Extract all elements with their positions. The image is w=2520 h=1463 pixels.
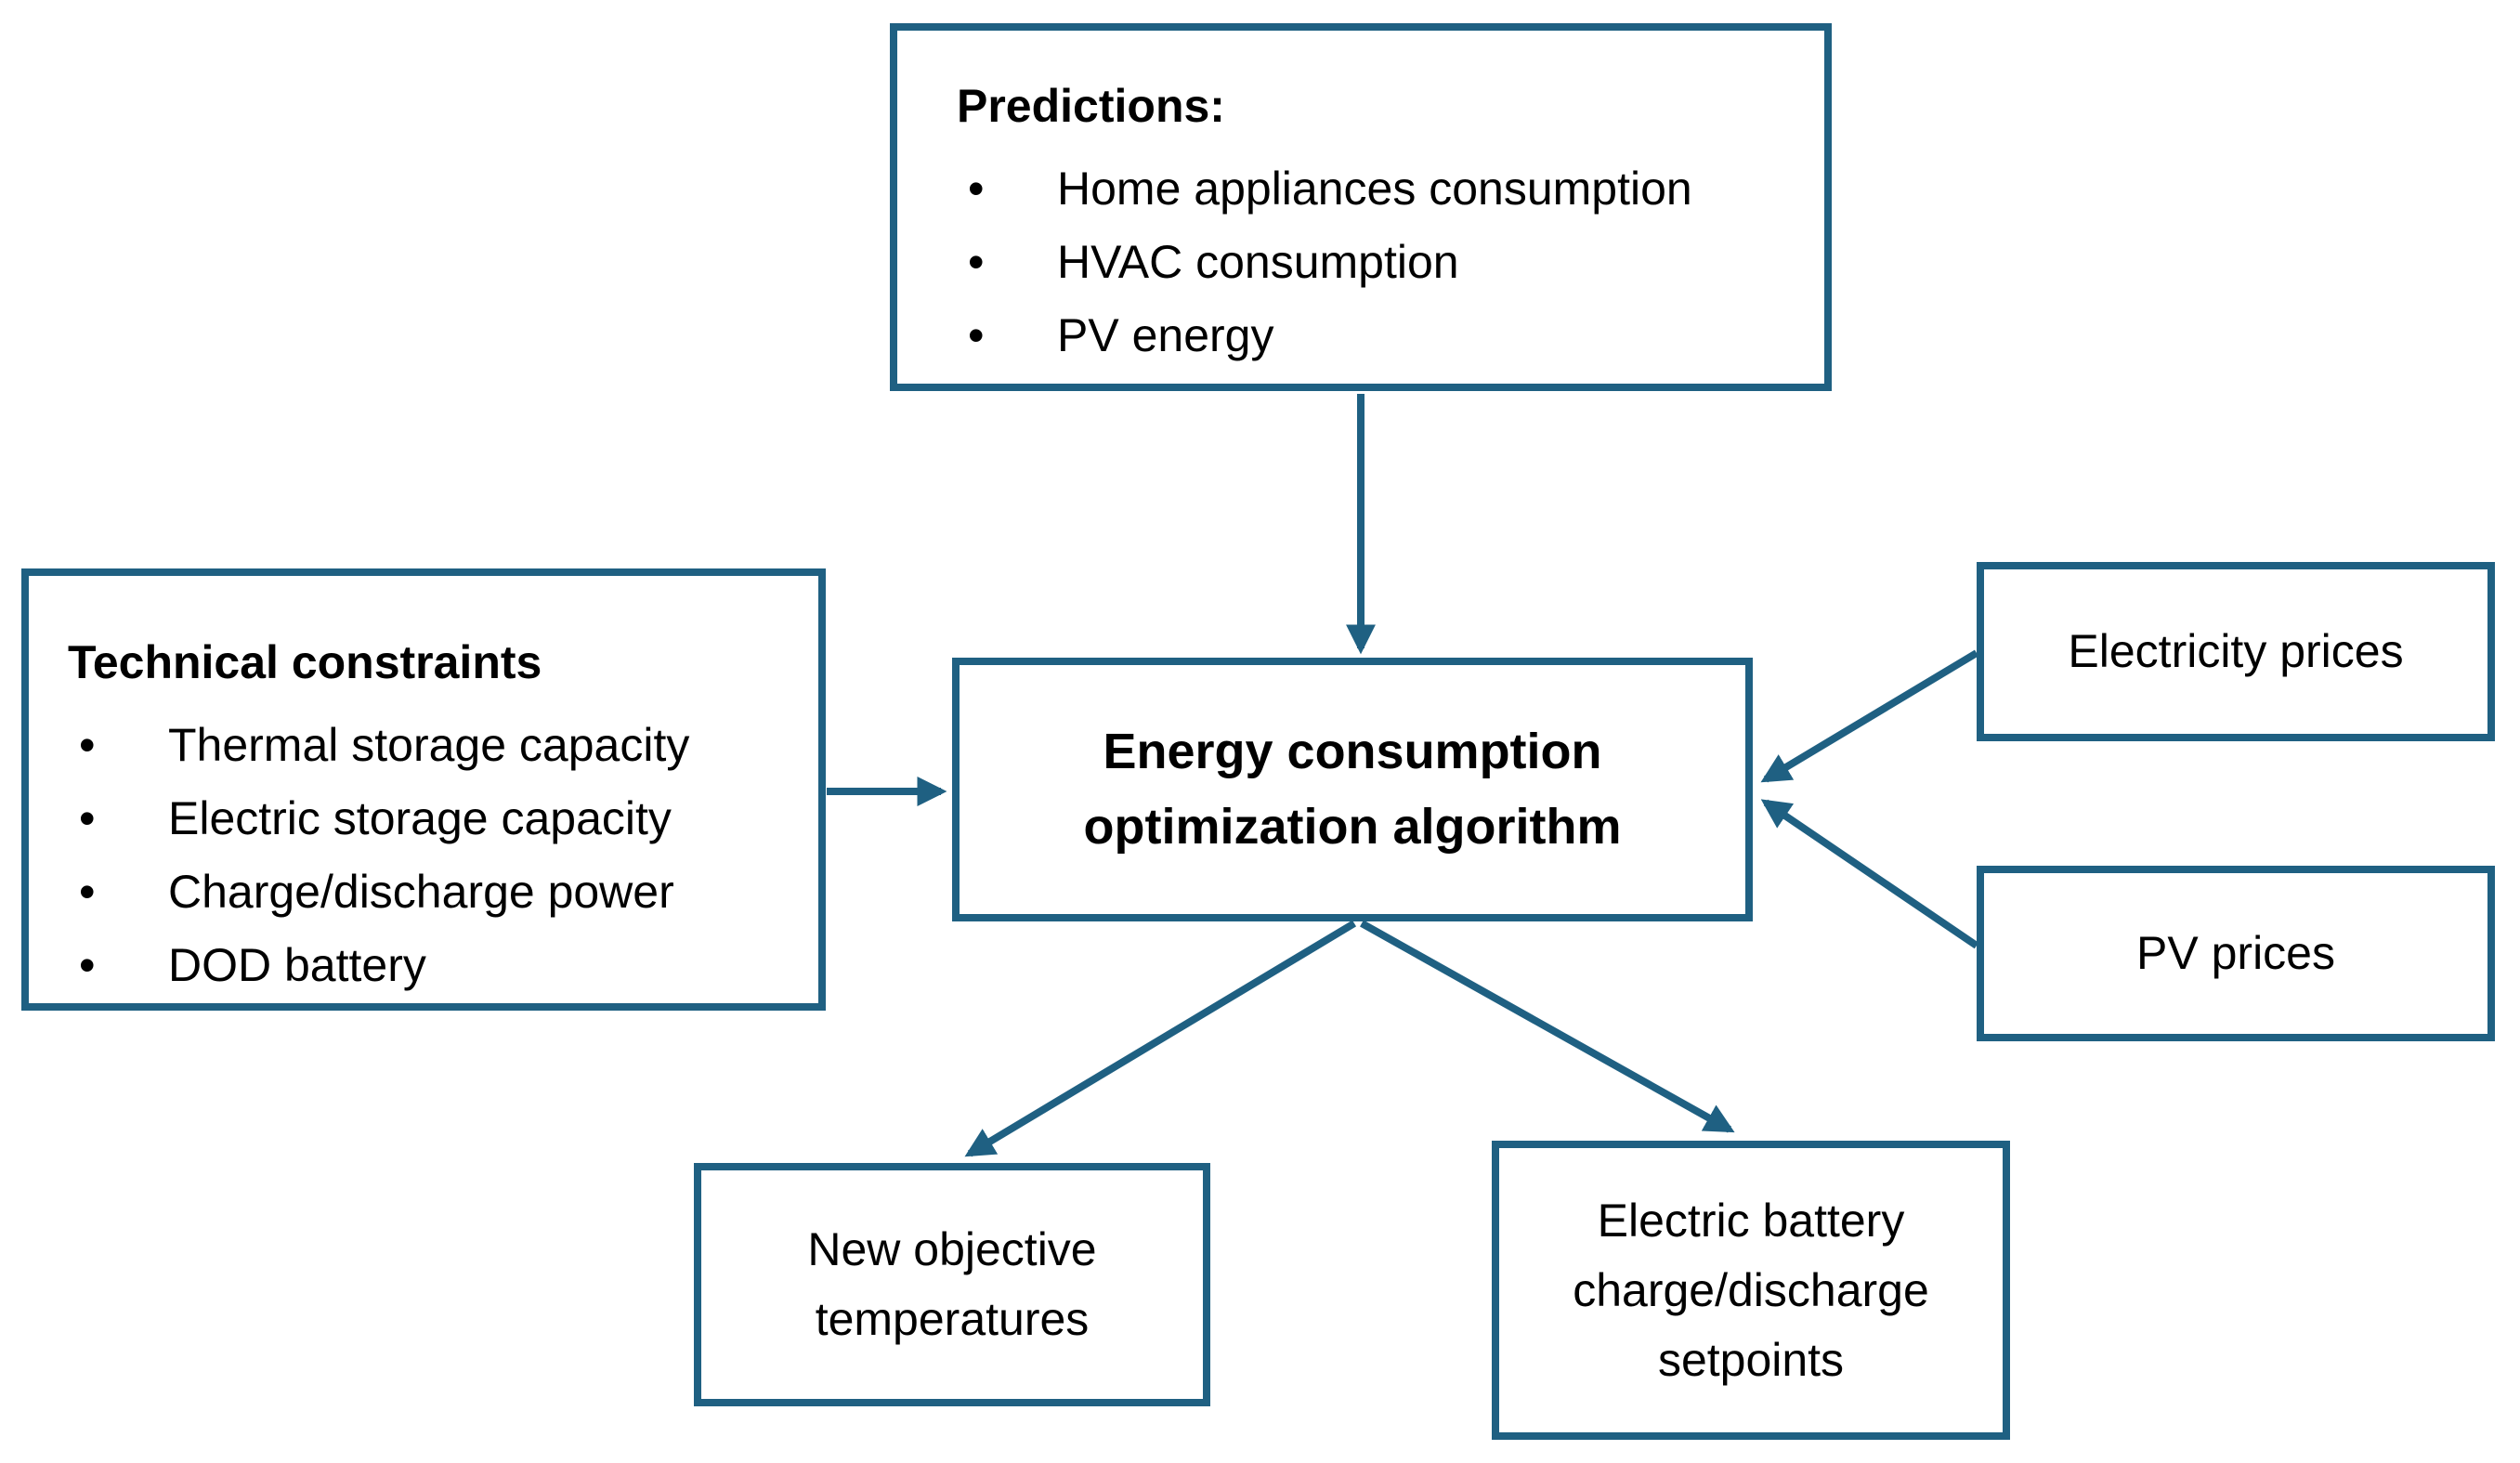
list-item: Electric storage capacity [68,786,800,852]
list-item: Thermal storage capacity [68,712,800,778]
pv-prices-label: PV prices [2136,927,2335,979]
arrow-algorithm-to-new-objective-temperatures [964,920,1357,1157]
arrow-algorithm-to-battery-setpoints [1360,920,1735,1133]
list-item: PV energy [957,303,1796,369]
new-objective-temperatures-label: New objective temperatures [807,1223,1097,1345]
list-item: Charge/discharge power [68,859,800,925]
new-objective-temperatures-box: New objective temperatures [694,1163,1210,1406]
electricity-prices-box: Electricity prices [1977,562,2495,741]
arrow-pv-prices-to-algorithm [1760,799,1979,949]
technical-constraints-box: Technical constraints Thermal storage ca… [21,568,826,1011]
electricity-prices-label: Electricity prices [2068,625,2404,677]
pv-prices-box: PV prices [1977,866,2495,1041]
battery-setpoints-box: Electric battery charge/discharge setpoi… [1492,1141,2010,1440]
list-item: Home appliances consumption [957,156,1796,222]
list-item: HVAC consumption [957,229,1796,295]
predictions-box: Predictions: Home appliances consumption… [890,23,1832,391]
algorithm-label: Energy consumption optimization algorith… [1083,724,1622,855]
predictions-title: Predictions: [957,80,1225,132]
battery-setpoints-label: Electric battery charge/discharge setpoi… [1573,1194,1929,1386]
technical-constraints-title: Technical constraints [68,636,542,688]
algorithm-box: Energy consumption optimization algorith… [952,658,1753,921]
technical-constraints-list: Thermal storage capacity Electric storag… [68,712,800,999]
arrow-electricity-prices-to-algorithm [1760,649,1979,783]
list-item: DOD battery [68,933,800,999]
predictions-list: Home appliances consumption HVAC consump… [957,156,1796,369]
